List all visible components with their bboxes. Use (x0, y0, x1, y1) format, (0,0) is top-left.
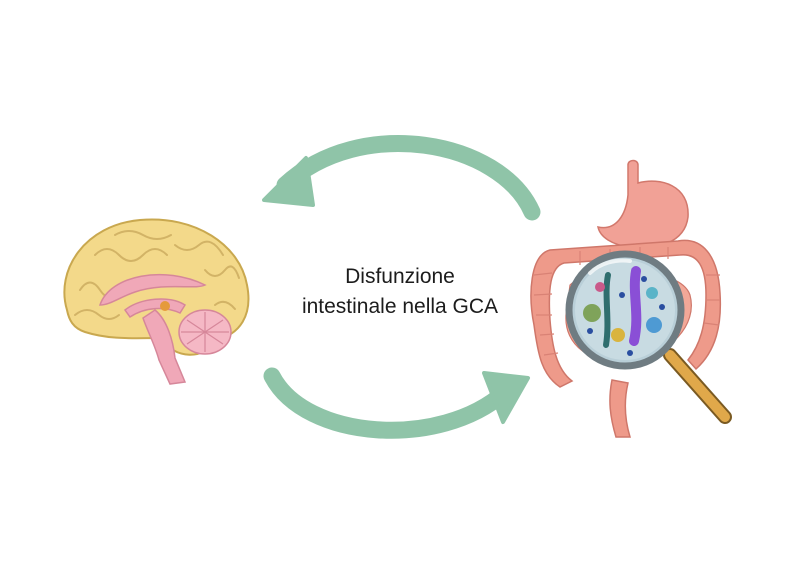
brain-sagittal-icon (63, 218, 250, 385)
caption-line-2: intestinale nella GCA (301, 295, 499, 318)
diagram-caption: Disfunzione intestinale nella GCA (262, 262, 538, 322)
arrow-brain-to-gut (263, 367, 530, 439)
caption-line-1: Disfunzione (345, 265, 455, 288)
intestine-magnifier-icon (530, 159, 732, 438)
stomach-icon (597, 159, 689, 249)
arrow-gut-to-brain (262, 135, 541, 221)
microbiota-icon (583, 266, 665, 356)
